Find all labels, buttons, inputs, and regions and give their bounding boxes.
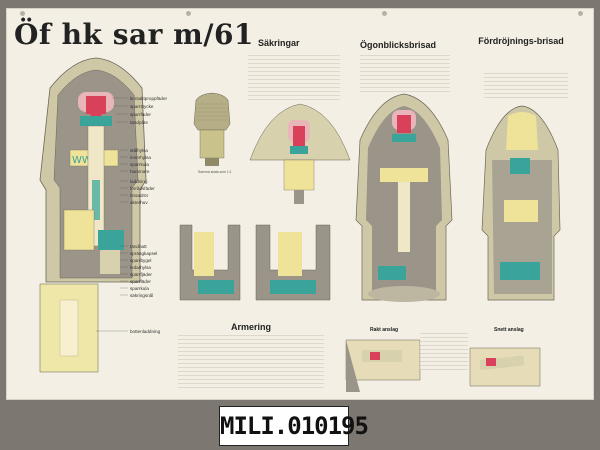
part-label: ledarhylsa [130, 265, 151, 270]
pin [578, 11, 583, 16]
part-label: tändpåte [130, 120, 148, 125]
part-label: spärrfjäder [130, 272, 152, 277]
part-label: laddning [130, 179, 148, 184]
part-label: sparrbygel [130, 258, 152, 263]
oblique-impact [469, 347, 541, 387]
scale-caption: Samma skala som 1:1 [198, 170, 232, 174]
part-label: förrådsfäder [130, 186, 155, 191]
fuze-side-view [193, 92, 231, 166]
heading-straight-impact: Rakt anslag [370, 327, 399, 333]
heading-arming: Armering [231, 322, 272, 332]
part-label: sparrfäder [130, 279, 151, 284]
part-label: sparrkula [130, 286, 149, 291]
catalog-number-card: MILI.010195 [219, 406, 369, 446]
part-label: sprängkapsel [130, 251, 158, 256]
svg-text:WW: WW [72, 155, 92, 166]
delayed-burst-shell [481, 105, 561, 301]
text-block-placeholder [484, 70, 568, 98]
pin [186, 11, 191, 16]
heading-instant-burst: Ögonblicksbrisad [360, 40, 437, 50]
safety-fuze-detail [249, 103, 351, 204]
poster-title: Öf hk sar m/61 [14, 18, 254, 51]
part-label: sparrstycke [130, 104, 154, 109]
text-block-placeholder [248, 52, 340, 102]
heading-safeties: Säkringar [258, 38, 300, 48]
pin [20, 11, 25, 16]
text-block-placeholder [178, 332, 324, 390]
part-label: sparrkula [130, 162, 149, 167]
main-shell-section: WW [39, 57, 147, 373]
instant-burst-shell [355, 93, 453, 302]
straight-impact [345, 339, 421, 392]
fuze-cutaway-2 [255, 224, 331, 301]
part-label: hammare [130, 169, 150, 174]
pin [382, 11, 387, 16]
part-label: brisadrör [130, 193, 149, 198]
part-label: bottenladdning [130, 329, 161, 334]
heading-delayed-burst: Fördröjnings-brisad [478, 36, 564, 46]
part-label: sparrfäder [130, 112, 151, 117]
part-label: kontaktproppfäder [130, 96, 168, 101]
text-block-placeholder [420, 330, 468, 370]
heading-oblique-impact: Snett anslag [494, 327, 524, 333]
part-label: stålhylsa [130, 148, 148, 153]
part-label: akterhuv [130, 200, 148, 205]
fuze-cutaway-1 [179, 224, 241, 301]
part-label: innerhylsa [130, 155, 151, 160]
text-block-placeholder [360, 52, 450, 92]
part-label: säkringsnål [130, 293, 154, 298]
part-label: tändhatt [130, 244, 147, 249]
